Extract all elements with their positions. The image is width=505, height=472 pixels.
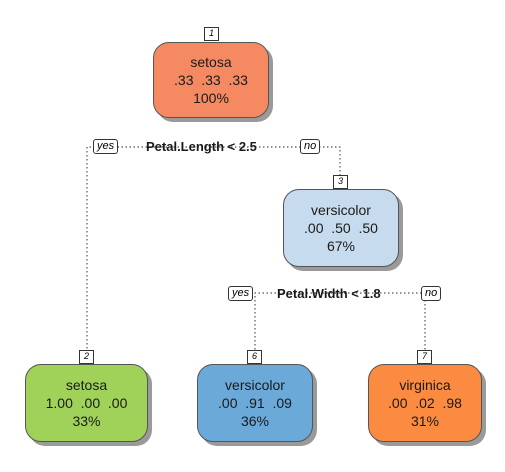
node-2-percent: 33% [72, 413, 101, 429]
node-7-probs: .00 .02 .98 [388, 395, 462, 411]
node-3-id: 3 [333, 175, 348, 189]
node-7-label: virginica [399, 377, 451, 393]
node-2-probs: 1.00 .00 .00 [45, 395, 128, 411]
node-3-percent: 67% [326, 238, 356, 254]
split-2-yes-label: yes [228, 286, 254, 301]
node-6-id: 6 [247, 350, 262, 364]
node-2: setosa 1.00 .00 .00 33% [25, 364, 148, 442]
split-1-yes-label: yes [93, 139, 119, 154]
node-7-id: 7 [417, 350, 432, 364]
node-7: virginica .00 .02 .98 31% [368, 364, 482, 442]
node-7-percent: 31% [410, 413, 440, 429]
split-1-no-label: no [300, 139, 321, 154]
node-6-percent: 36% [240, 413, 270, 429]
node-1-id: 1 [204, 27, 219, 41]
node-3-label: versicolor [311, 202, 371, 218]
node-6-label: versicolor [225, 377, 285, 393]
node-3-probs: .00 .50 .50 [304, 220, 378, 236]
split-2-no-label: no [421, 286, 442, 301]
edge-3-6 [254, 292, 340, 350]
node-6-probs: .00 .91 .09 [218, 395, 292, 411]
edge-1-3 [211, 146, 341, 175]
node-3: versicolor .00 .50 .50 67% [283, 189, 399, 267]
node-2-id: 2 [79, 350, 94, 364]
node-1-probs: .33 .33 .33 [174, 72, 248, 88]
node-2-label: setosa [65, 377, 108, 393]
node-6: versicolor .00 .91 .09 36% [197, 364, 313, 442]
node-1: setosa .33 .33 .33 100% [153, 42, 269, 118]
node-1-percent: 100% [193, 90, 229, 106]
edge-1-2 [86, 146, 211, 350]
split-2-condition: Petal.Width < 1.8 [277, 286, 381, 301]
split-1-condition: Petal.Length < 2.5 [146, 139, 257, 154]
node-1-label: setosa [190, 54, 232, 70]
